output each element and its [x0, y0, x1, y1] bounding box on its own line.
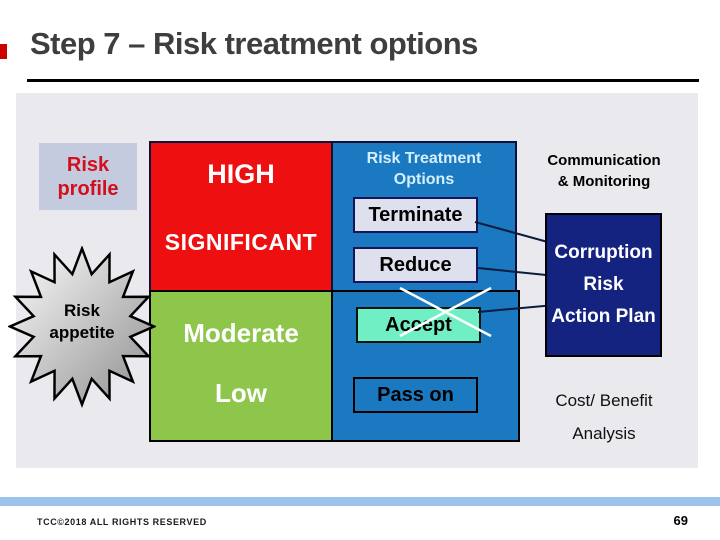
treatment-column-lower: Accept Pass on [331, 286, 518, 440]
matrix-label-significant: SIGNIFICANT [164, 229, 318, 255]
risk-profile-label: Risk profile [39, 143, 137, 210]
option-accept: Accept [356, 307, 481, 343]
treatment-options-header: Risk Treatment Options [333, 148, 515, 190]
copyright-text: TCC©2018 ALL RIGHTS RESERVED [37, 517, 207, 527]
footer-accent-bar [0, 497, 720, 506]
treatment-header-line1: Risk Treatment [366, 150, 482, 167]
corruption-risk-action-plan-box: Corruption Risk Action Plan [545, 213, 662, 357]
monitoring-line1: Communication [547, 152, 661, 169]
corner-accent-mark [0, 44, 7, 59]
cost-benefit-line1: Cost/ Benefit [555, 391, 653, 410]
matrix-label-high: HIGH [207, 159, 275, 189]
risk-profile-line1: Risk [66, 153, 110, 176]
treatment-header-line2: Options [393, 171, 455, 188]
starburst-shape [8, 246, 156, 408]
cost-benefit-line2: Analysis [572, 424, 636, 443]
risk-appetite-line1: Risk [64, 301, 100, 320]
option-terminate: Terminate [353, 197, 478, 233]
risk-matrix-lower: Moderate Low Accept Pass on [149, 286, 520, 442]
option-reduce: Reduce [353, 247, 478, 283]
action-plan-line1: Corruption [554, 242, 653, 263]
action-plan-line3: Action Plan [551, 306, 656, 327]
page-title: Step 7 – Risk treatment options [30, 26, 478, 61]
risk-profile-line2: profile [57, 177, 119, 200]
risk-appetite-label: Risk appetite [22, 300, 142, 344]
action-plan-line2: Risk [583, 274, 624, 295]
matrix-label-low: Low [215, 378, 267, 408]
page-number: 69 [673, 513, 688, 528]
matrix-label-moderate: Moderate [183, 318, 299, 348]
title-underline [27, 79, 699, 82]
option-pass-on: Pass on [353, 377, 478, 413]
matrix-cell-high: HIGH SIGNIFICANT [151, 143, 331, 292]
risk-appetite-line2: appetite [49, 323, 115, 342]
communication-monitoring-label: Communication & Monitoring [536, 150, 672, 192]
matrix-cell-moderate-low: Moderate Low [151, 292, 331, 440]
monitoring-line2: & Monitoring [557, 173, 651, 190]
cost-benefit-analysis-label: Cost/ Benefit Analysis [536, 384, 672, 450]
